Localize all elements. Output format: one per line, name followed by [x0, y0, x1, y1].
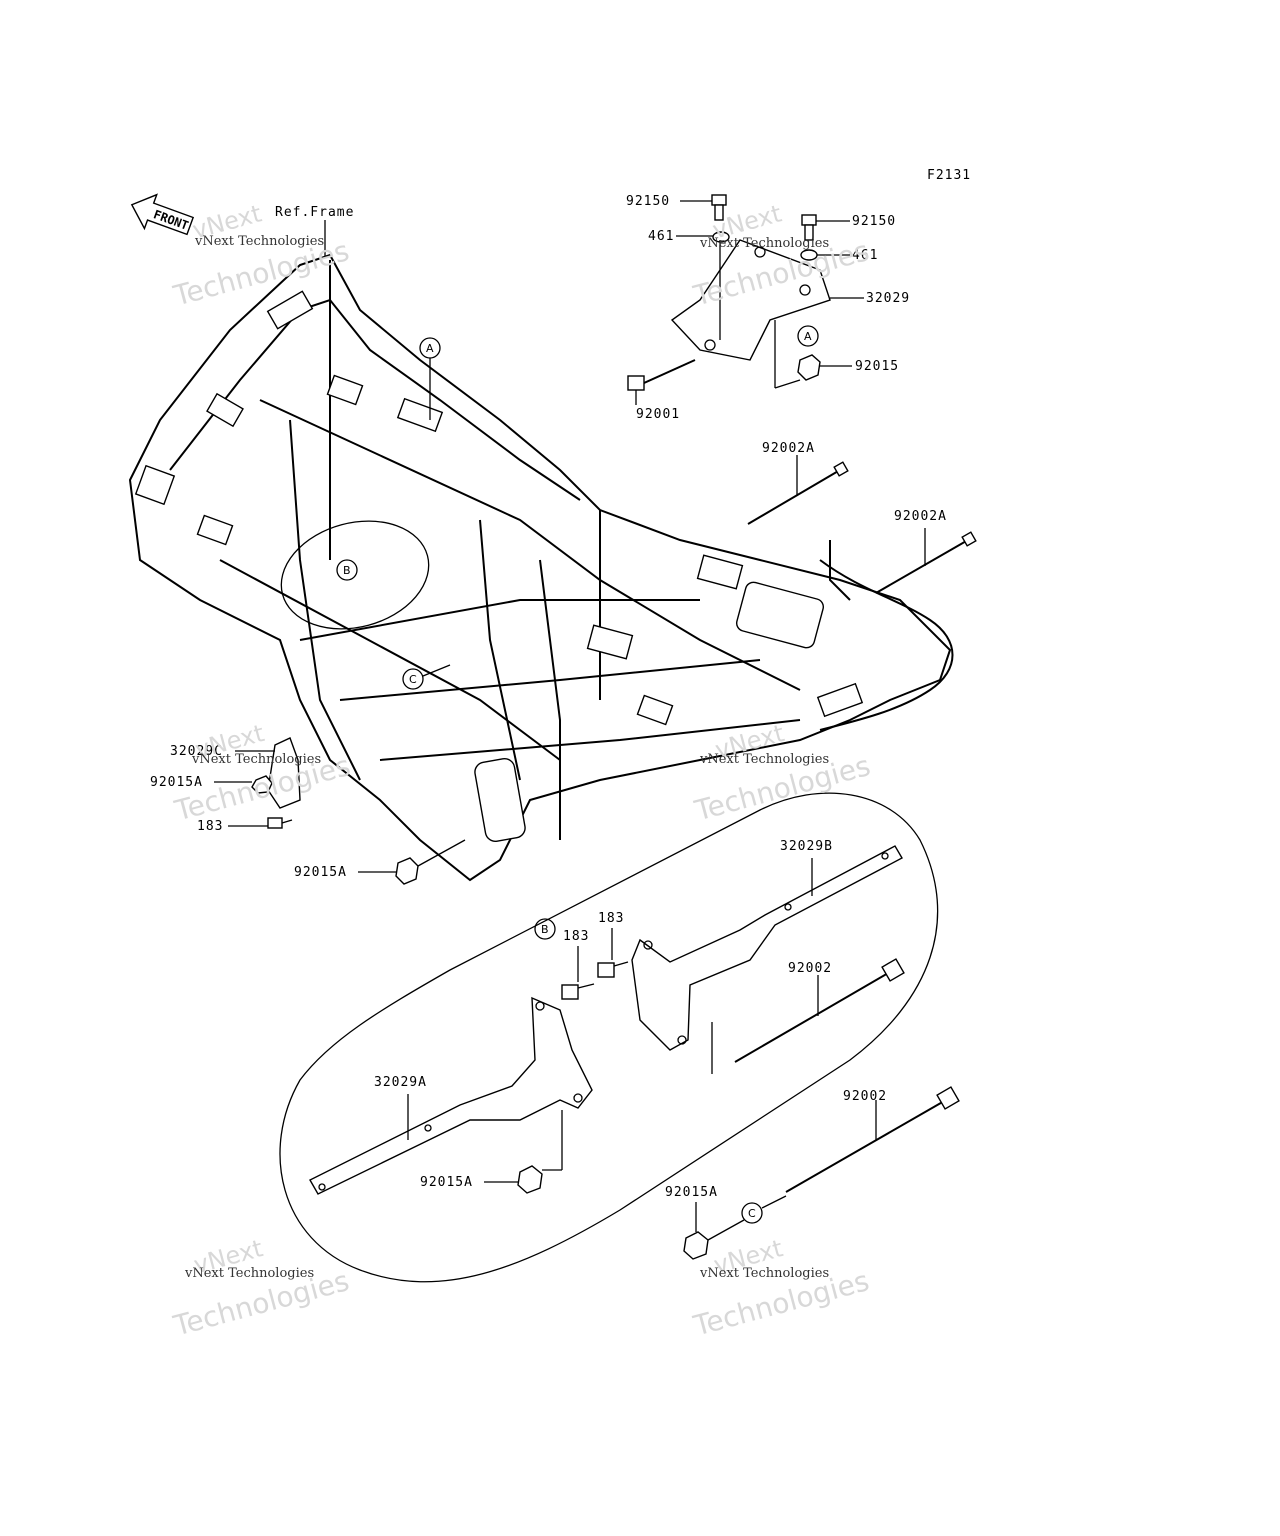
callout-a-bracket	[797, 325, 819, 347]
watermark-mid-right-text: vNext Technologies	[699, 752, 829, 767]
label-183-left: 183	[197, 819, 223, 834]
callout-c-frame-label: C	[409, 673, 417, 686]
main-frame	[128, 253, 954, 882]
label-92001: 92001	[636, 407, 680, 422]
watermark-top-left-text: vNext Technologies	[194, 234, 324, 249]
bolt-92002a-right	[875, 528, 977, 594]
bolt-92002a-top	[747, 455, 849, 525]
watermark-mid-left-text: vNext Technologies	[191, 752, 321, 767]
label-92002-mid: 92002	[788, 961, 832, 976]
label-92015a-lowright: 92015A	[665, 1185, 718, 1200]
label-92015a-bottom: 92015A	[294, 865, 347, 880]
bolt-92002-mid	[711, 958, 905, 1074]
callout-b-detail	[534, 918, 556, 940]
label-183-mid-b: 183	[598, 911, 624, 926]
label-32029a: 32029A	[374, 1075, 427, 1090]
label-92015a-inner: 92015A	[420, 1175, 473, 1190]
ref-frame-label: Ref.Frame	[275, 205, 354, 220]
label-461-right: 461	[852, 248, 878, 263]
bolt-183-b	[597, 962, 615, 978]
callout-c-frame	[402, 668, 424, 690]
figure-code: F2131	[927, 168, 971, 183]
nut-92015a-bottom	[395, 857, 419, 885]
bolt-92002-low	[785, 1086, 960, 1193]
callout-b-detail-label: B	[541, 923, 549, 936]
label-92015a-left: 92015A	[150, 775, 203, 790]
bracket-32029c-assembly	[251, 737, 301, 829]
callout-c-detail	[741, 1202, 763, 1224]
label-92002-low: 92002	[843, 1089, 887, 1104]
bracket-32029a	[309, 996, 593, 1195]
label-92015: 92015	[855, 359, 899, 374]
watermark-top-right-text: vNext Technologies	[699, 236, 829, 251]
callout-a-bracket-label: A	[804, 330, 812, 343]
front-arrow-icon: FRONT	[130, 193, 195, 236]
label-92002a-right: 92002A	[894, 509, 947, 524]
label-92150-left: 92150	[626, 194, 670, 209]
label-32029c: 32029C	[170, 744, 223, 759]
callout-b-frame-label: B	[343, 564, 351, 577]
bolt-183-a	[561, 984, 579, 1000]
label-92150-right: 92150	[852, 214, 896, 229]
label-32029: 32029	[866, 291, 910, 306]
label-92002a-top: 92002A	[762, 441, 815, 456]
callout-b-frame	[336, 559, 358, 581]
bracket-32029b	[631, 845, 903, 1051]
label-461-left: 461	[648, 229, 674, 244]
label-183-mid-a: 183	[563, 929, 589, 944]
watermark-bottom-right-text: vNext Technologies	[699, 1266, 829, 1281]
watermark-bottom-left-text: vNext Technologies	[184, 1266, 314, 1281]
callout-c-detail-label: C	[748, 1207, 756, 1220]
label-32029b: 32029B	[780, 839, 833, 854]
bracket-32029-assembly	[627, 194, 831, 391]
callout-a-frame-label: A	[426, 342, 434, 355]
nut-92015a-inner	[517, 1165, 543, 1194]
nut-92015a-lowright	[683, 1231, 709, 1260]
detail-b-oval	[279, 792, 939, 1283]
